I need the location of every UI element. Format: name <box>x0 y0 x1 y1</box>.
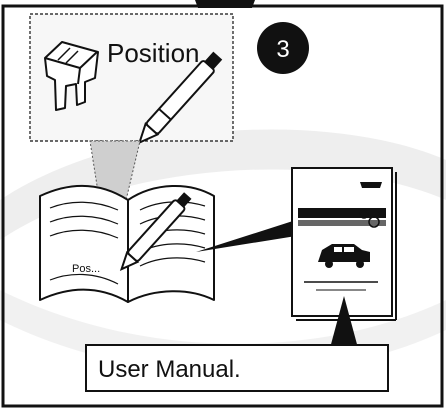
pen-icon <box>137 51 223 145</box>
manual-label-text: User Manual. <box>98 356 241 383</box>
manual-label-box <box>85 344 389 392</box>
step-badge: 3 <box>257 22 309 74</box>
open-book-icon <box>39 185 215 303</box>
top-tab <box>195 0 255 8</box>
car-icon <box>318 244 370 268</box>
label-pointer <box>330 296 358 348</box>
pointer-wedge <box>196 220 296 252</box>
fuse-icon <box>44 41 99 111</box>
pen-on-book-icon <box>119 192 192 272</box>
manual-cover-icon <box>291 167 397 321</box>
book-handwriting: Pos... <box>72 263 100 275</box>
callout-label: Position <box>107 38 200 68</box>
step-number: 3 <box>276 36 289 63</box>
